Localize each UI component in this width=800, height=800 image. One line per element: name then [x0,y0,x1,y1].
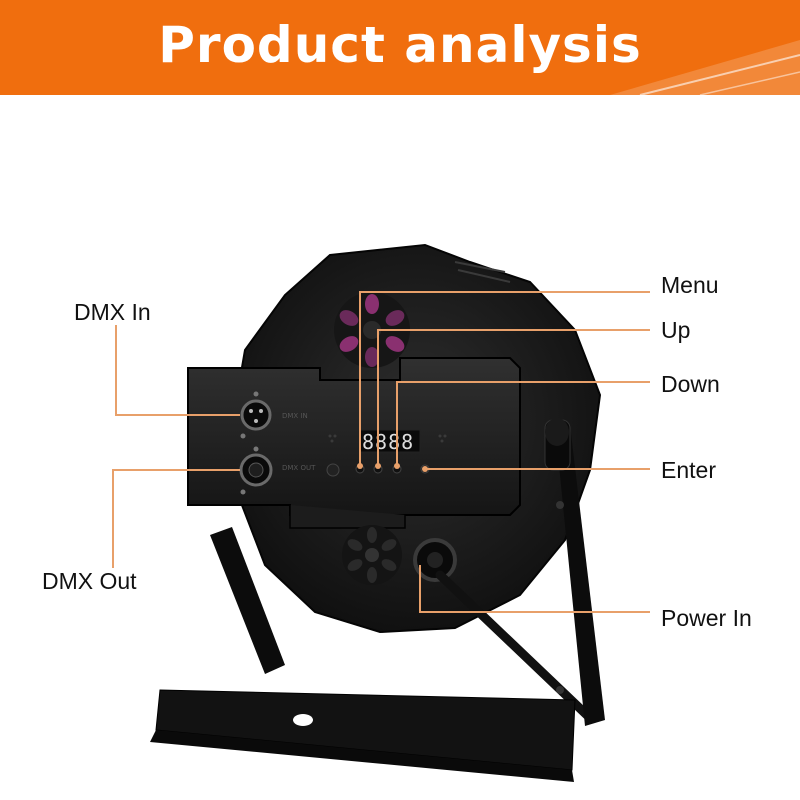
callout-dmx-out: DMX Out [42,568,137,594]
header-banner [0,0,800,95]
mounting-bracket [150,425,605,782]
dmx-in-port-label: DMX IN [282,412,308,420]
callout-menu: Menu [661,272,719,298]
callout-leader-lines [112,291,650,613]
dmx-out-port-label: DMX OUT [282,464,316,472]
callout-power-in: Power In [661,605,752,631]
upper-fan-vent [334,292,410,368]
page-title: Product analysis [158,16,642,74]
dmx-out-connector [239,446,273,495]
callout-up: Up [661,317,691,343]
callout-down: Down [661,371,720,397]
lower-fan-vent [342,525,402,585]
callout-enter: Enter [661,457,716,483]
led-display: 8888 [362,430,414,454]
power-cable [435,570,595,723]
panel-vent-holes [328,434,447,443]
mounting-knob [544,418,571,471]
power-in-connector [413,538,457,582]
callout-dmx-in: DMX In [74,299,151,325]
dmx-in-connector [240,391,272,439]
